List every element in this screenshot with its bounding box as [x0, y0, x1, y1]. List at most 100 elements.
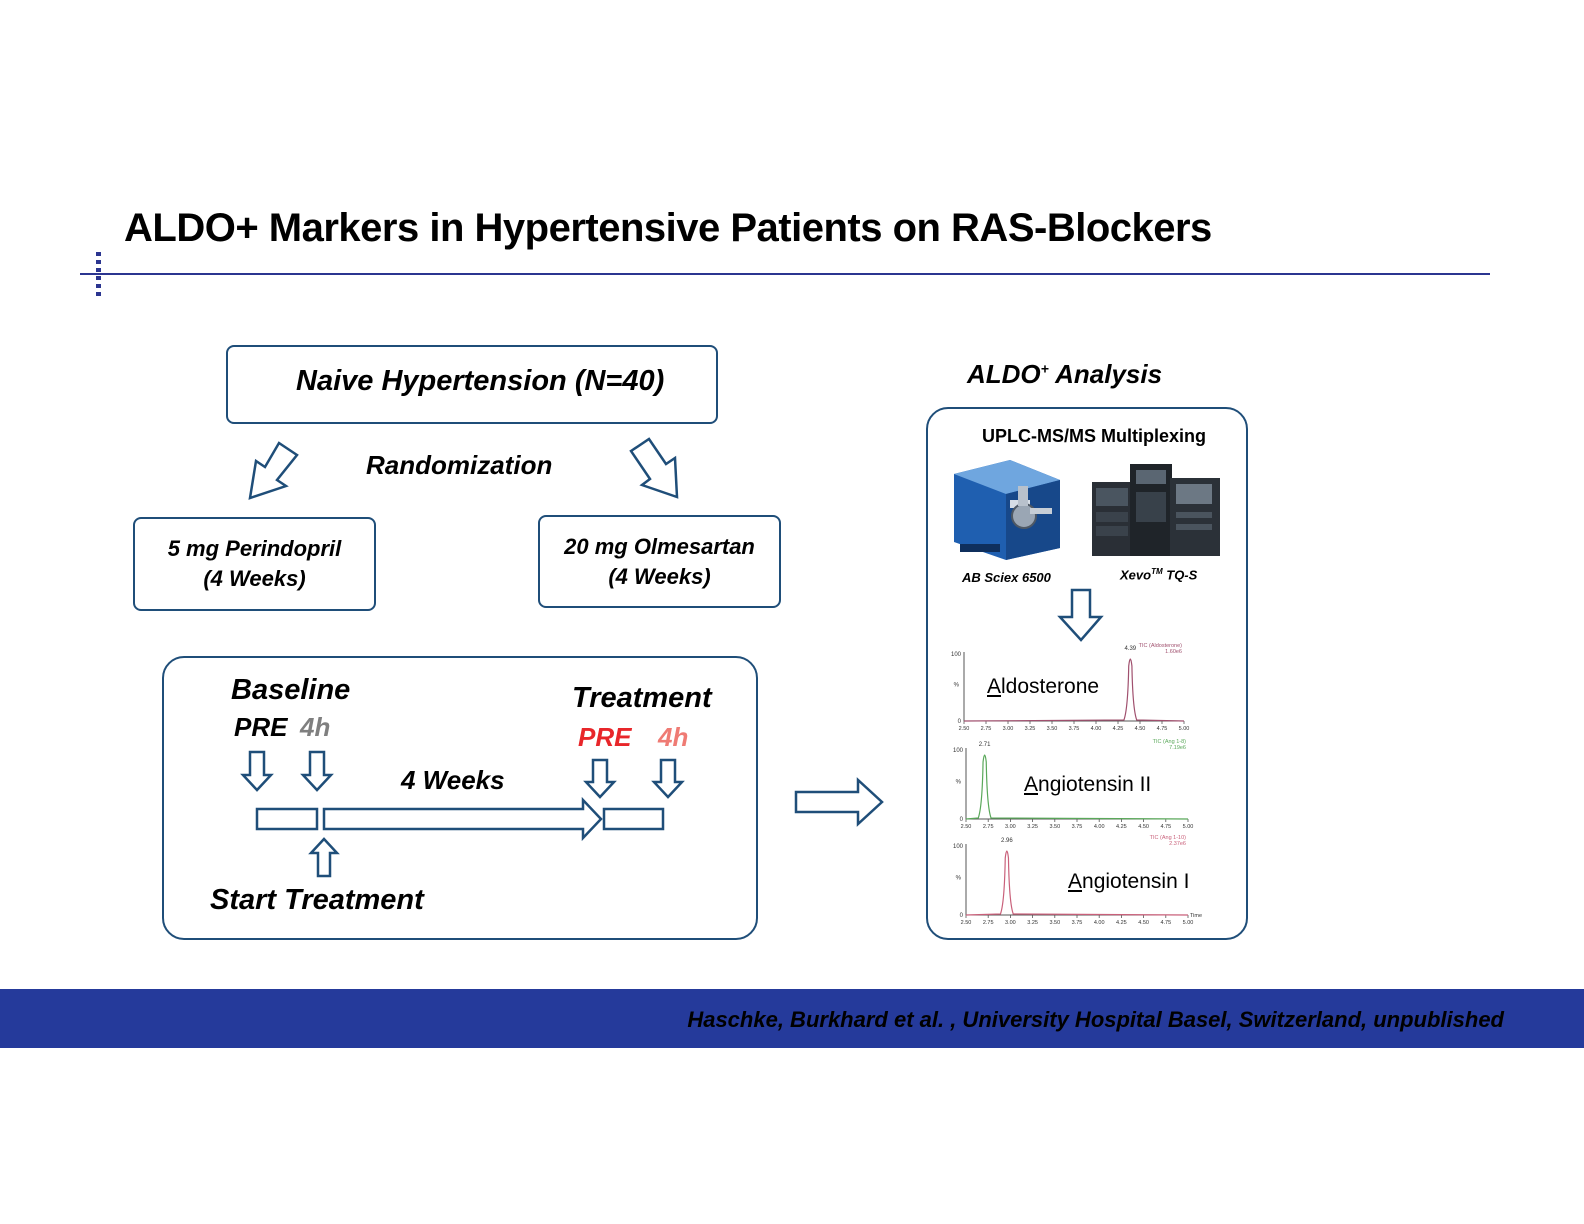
angiotensin-ii-label: Angiotensin II	[1024, 773, 1151, 797]
to-analysis-arrow	[794, 777, 884, 827]
chromatogram-x-tick-label: 3.25	[1027, 920, 1038, 926]
chromatogram-x-tick-label: 2.75	[981, 726, 992, 732]
four-weeks-arrow-bar	[322, 796, 603, 842]
xevo-label-main: Xevo	[1120, 567, 1152, 583]
chromatogram-x-tick-label: 3.25	[1027, 824, 1038, 830]
perindopril-arm-box: 5 mg Perindopril (4 Weeks)	[133, 517, 376, 611]
chromatogram-tic-label: TIC (Ang 1-8)	[1153, 739, 1186, 745]
chromatogram-x-tick-label: 4.75	[1160, 824, 1171, 830]
chromatogram-x-unit: Time	[1190, 913, 1202, 919]
chromatogram-x-tick-label: 4.00	[1094, 824, 1105, 830]
chromatogram-x-tick-label: 3.00	[1005, 824, 1016, 830]
chromatogram-x-tick-label: 3.50	[1049, 920, 1060, 926]
olmesartan-dose: 20 mg Olmesartan	[564, 534, 755, 559]
chromatogram-tic-label: 1.60e6	[1165, 649, 1182, 655]
analysis-heading-rest: Analysis	[1048, 359, 1163, 389]
treatment-pre-label: PRE	[578, 722, 632, 752]
chromatogram-x-tick-label: 2.50	[961, 824, 972, 830]
analysis-heading: ALDO+ Analysis	[967, 359, 1162, 390]
perindopril-dose: 5 mg Perindopril	[167, 536, 342, 561]
chromatogram-y-bottom: 0	[960, 817, 964, 823]
chromatogram-peak-label: 4.39	[1124, 646, 1136, 652]
chromatogram-x-tick-label: 3.25	[1025, 726, 1036, 732]
chromatogram-x-tick-label: 4.00	[1094, 920, 1105, 926]
chromatogram-x-tick-label: 3.00	[1005, 920, 1016, 926]
treatment-pre-down-arrow	[583, 758, 617, 799]
chromatogram-x-tick-label: 4.50	[1138, 920, 1149, 926]
baseline-bar	[255, 807, 319, 831]
start-treatment-up-arrow	[308, 837, 340, 878]
chromatogram-x-tick-label: 4.50	[1138, 824, 1149, 830]
xevo-label-sup: TM	[1151, 567, 1163, 576]
analysis-heading-main: ALDO	[967, 359, 1041, 389]
treatment-bar	[602, 807, 665, 831]
timeline-box	[162, 656, 758, 940]
chromatogram-y-top: 100	[951, 652, 962, 658]
randomization-right-arrow	[629, 437, 679, 499]
chromatogram-x-tick-label: 5.00	[1183, 824, 1194, 830]
baseline-4h-label: 4h	[300, 712, 331, 742]
chromatogram-x-tick-label: 3.50	[1049, 824, 1060, 830]
chromatogram-y-bottom: 0	[958, 719, 962, 725]
chromatogram-x-tick-label: 4.75	[1157, 726, 1168, 732]
chromatogram-x-tick-label: 4.25	[1116, 824, 1127, 830]
ab-sciex-label: AB Sciex 6500	[962, 570, 1051, 585]
chromatogram-x-tick-label: 2.75	[983, 824, 994, 830]
aldosterone-label: Aldosterone	[987, 675, 1099, 699]
chromatogram-y-bottom: 0	[960, 913, 964, 919]
footer-bar	[0, 989, 1584, 1048]
baseline-pre-label: PRE	[234, 712, 288, 742]
analysis-heading-sup: +	[1040, 360, 1049, 377]
olmesartan-arm-box: 20 mg Olmesartan (4 Weeks)	[538, 515, 781, 608]
chromatogram-peak-label: 2.71	[979, 742, 991, 748]
naive-hypertension-label: Naive Hypertension (N=40)	[296, 365, 665, 397]
instrument-down-arrow	[1057, 588, 1104, 642]
randomization-left-arrow	[248, 441, 299, 500]
angiotensin-i-initial: A	[1068, 870, 1083, 893]
title-rule	[80, 273, 1490, 275]
chromatogram-tic-label: TIC (Ang 1-10)	[1150, 835, 1187, 841]
chromatogram-y-mid: %	[956, 780, 962, 786]
chromatogram-y-mid: %	[956, 876, 962, 882]
chromatogram-x-tick-label: 5.00	[1179, 726, 1190, 732]
aldosterone-rest: ldosterone	[1001, 675, 1100, 698]
chromatogram-x-tick-label: 4.25	[1116, 920, 1127, 926]
treatment-4h-label: 4h	[658, 722, 689, 752]
naive-hypertension-box: Naive Hypertension (N=40)	[226, 345, 718, 424]
angiotensin-ii-initial: A	[1024, 773, 1039, 796]
randomization-label: Randomization	[366, 450, 553, 480]
chromatogram-x-tick-label: 3.75	[1072, 920, 1083, 926]
xevo-instrument-image	[1092, 464, 1220, 556]
chromatogram-x-tick-label: 4.50	[1135, 726, 1146, 732]
ab-sciex-instrument-image	[954, 460, 1060, 560]
chromatogram-x-tick-label: 2.50	[959, 726, 970, 732]
chromatogram-y-top: 100	[953, 844, 964, 850]
chromatogram-tic-label: TIC (Aldosterone)	[1139, 643, 1183, 649]
chromatogram-tic-label: 2.37e6	[1169, 841, 1186, 847]
four-weeks-label: 4 Weeks	[401, 765, 505, 795]
chromatogram-x-tick-label: 3.50	[1047, 726, 1058, 732]
baseline-pre-down-arrow	[240, 750, 274, 792]
chromatogram-x-tick-label: 5.00	[1183, 920, 1194, 926]
olmesartan-duration: (4 Weeks)	[608, 564, 711, 589]
angiotensin-i-label: Angiotensin I	[1068, 870, 1189, 894]
treatment-label: Treatment	[572, 682, 712, 714]
chromatogram-peak	[965, 754, 1189, 820]
chromatogram-x-tick-label: 2.75	[983, 920, 994, 926]
method-label: UPLC-MS/MS Multiplexing	[982, 426, 1206, 446]
chromatogram-tic-label: 7.19e6	[1169, 745, 1186, 751]
chromatogram-x-tick-label: 4.75	[1160, 920, 1171, 926]
chromatogram-x-tick-label: 2.50	[961, 920, 972, 926]
chromatogram-peak	[965, 850, 1189, 916]
chromatogram-y-mid: %	[954, 683, 960, 689]
xevo-label-rest: TQ-S	[1162, 567, 1198, 583]
chromatogram-peak-label: 2.96	[1001, 838, 1013, 844]
chromatogram-peak	[963, 658, 1185, 722]
baseline-4h-down-arrow	[300, 750, 334, 792]
xevo-label: XevoTM TQ-S	[1120, 567, 1197, 582]
angiotensin-ii-rest: ngiotensin II	[1038, 773, 1152, 796]
perindopril-duration: (4 Weeks)	[203, 566, 306, 591]
chromatogram-x-tick-label: 3.75	[1069, 726, 1080, 732]
title-decoration-dots	[96, 252, 101, 298]
